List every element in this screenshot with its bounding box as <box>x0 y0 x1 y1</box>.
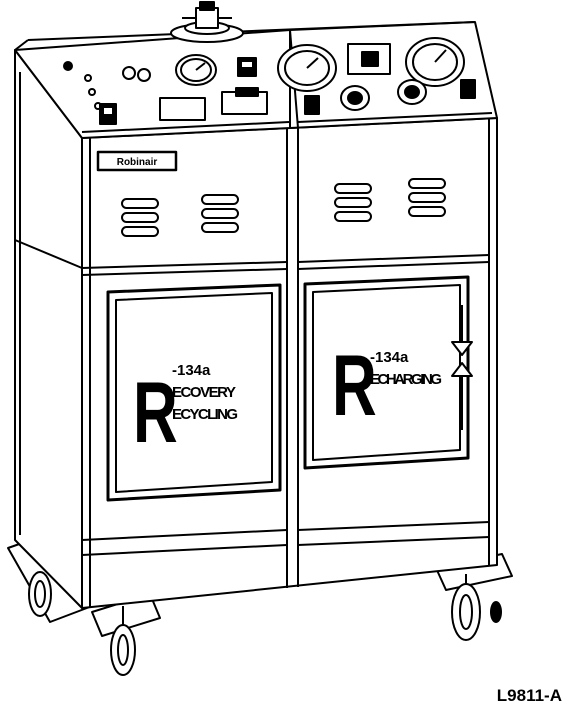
pressure-gauge-right-1 <box>277 44 337 92</box>
right-sign-letter: R <box>332 337 377 433</box>
pressure-gauge-right-2 <box>405 37 465 87</box>
brand-plate-text: Robinair <box>117 157 158 168</box>
up-down-arrows-icon <box>451 305 473 430</box>
vent-louvers-right <box>334 178 446 222</box>
knob-pair <box>122 66 151 82</box>
caster-wheel-front-left <box>28 571 52 617</box>
display-windows-left <box>159 87 268 121</box>
control-knob-right-1 <box>340 85 370 111</box>
left-sign-letter: R <box>133 364 178 460</box>
vent-louvers-left <box>121 194 239 237</box>
brand-plate <box>96 150 178 172</box>
door-panel-left <box>106 283 282 502</box>
left-sign-line1: ECOVERY <box>172 384 236 401</box>
left-sign-line2: ECYCLING <box>172 406 238 423</box>
left-sign-code: -134a <box>172 362 211 379</box>
top-tank-valve <box>170 1 244 43</box>
switch-left <box>99 103 117 125</box>
switches-right <box>304 79 476 115</box>
right-sign-line1: ECHARGING <box>370 371 442 388</box>
pressure-gauge-left <box>175 54 217 86</box>
door-panel-right <box>303 275 470 470</box>
display-screen-right <box>347 43 391 75</box>
caster-wheel-front-right <box>110 606 136 676</box>
control-knob-right-2 <box>397 79 427 105</box>
figure-reference-label: L9811-A <box>496 686 562 705</box>
switch-left-2 <box>237 57 257 77</box>
right-sign-code: -134a <box>370 349 409 366</box>
caster-wheel-rear-right <box>451 574 502 641</box>
